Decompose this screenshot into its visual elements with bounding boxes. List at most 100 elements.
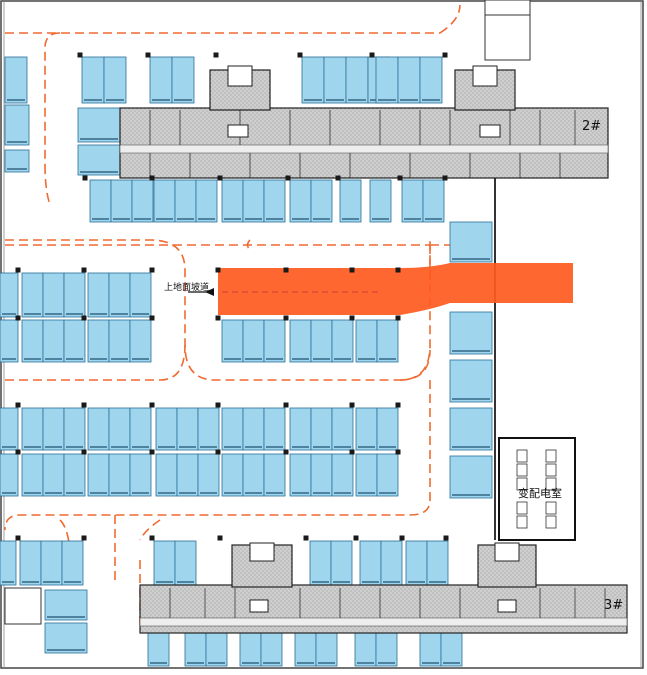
structural-column xyxy=(15,449,21,455)
parking-bay xyxy=(294,631,317,667)
parking-bay xyxy=(242,453,265,497)
structural-column xyxy=(77,52,83,58)
structural-column xyxy=(149,449,155,455)
parking-bay xyxy=(61,540,84,586)
parking-bay xyxy=(108,453,131,497)
parking-bay xyxy=(289,453,312,497)
parking-bay xyxy=(0,272,19,318)
structural-column xyxy=(217,535,223,541)
parking-bay xyxy=(0,407,19,451)
structural-column xyxy=(285,175,291,181)
parking-bay xyxy=(221,319,244,363)
ramp-band xyxy=(218,263,573,315)
parking-bay xyxy=(63,407,86,451)
substation-label: 变配电室 xyxy=(518,486,562,500)
parking-bay xyxy=(174,540,197,586)
parking-bay xyxy=(221,407,244,451)
structural-column xyxy=(145,52,151,58)
parking-bay xyxy=(376,319,399,363)
parking-bay xyxy=(153,540,176,586)
parking-bay xyxy=(401,179,424,223)
parking-bay xyxy=(87,319,110,363)
structural-column xyxy=(442,175,448,181)
parking-bay xyxy=(310,453,333,497)
parking-bay xyxy=(129,272,152,318)
parking-bay xyxy=(108,272,131,318)
parking-bay xyxy=(205,631,228,667)
parking-bay xyxy=(174,179,197,223)
parking-bay xyxy=(77,144,121,176)
parking-bay xyxy=(359,540,382,586)
parking-bay xyxy=(355,319,378,363)
parking-bay xyxy=(129,407,152,451)
parking-bay xyxy=(375,631,398,667)
parking-bay xyxy=(239,631,262,667)
parking-bay xyxy=(289,319,312,363)
parking-bay xyxy=(419,56,443,104)
parking-bay xyxy=(355,453,378,497)
structural-column xyxy=(395,402,401,408)
parking-bay xyxy=(89,179,112,223)
parking-bay xyxy=(21,453,44,497)
structural-column xyxy=(149,315,155,321)
parking-bay xyxy=(147,631,170,667)
parking-bay xyxy=(40,540,63,586)
structural-column xyxy=(15,535,21,541)
structural-column xyxy=(283,402,289,408)
parking-bay xyxy=(110,179,133,223)
parking-bay xyxy=(263,319,286,363)
structural-column xyxy=(81,535,87,541)
parking-bay xyxy=(153,179,176,223)
parking-bay xyxy=(63,453,86,497)
parking-bay xyxy=(176,407,199,451)
parking-bay xyxy=(376,453,399,497)
structural-column xyxy=(82,175,88,181)
parking-bay xyxy=(0,453,19,497)
parking-bay xyxy=(449,221,493,263)
parking-bay xyxy=(155,453,178,497)
parking-bay xyxy=(263,407,286,451)
structural-column xyxy=(81,449,87,455)
structural-column xyxy=(15,315,21,321)
structural-column xyxy=(303,535,309,541)
structural-column xyxy=(15,267,21,273)
parking-bay xyxy=(21,272,44,318)
structural-column xyxy=(283,267,289,273)
parking-bay xyxy=(331,453,354,497)
structural-column xyxy=(149,535,155,541)
parking-bay xyxy=(87,453,110,497)
structural-column xyxy=(442,52,448,58)
structural-column xyxy=(395,267,401,273)
parking-bay xyxy=(449,455,493,499)
building-2-label: 2# xyxy=(582,119,601,134)
structural-column xyxy=(335,175,341,181)
parking-bay xyxy=(221,453,244,497)
structural-column xyxy=(399,535,405,541)
parking-bay xyxy=(263,179,286,223)
parking-bay xyxy=(289,407,312,451)
ramp-label: 上地面坡道 xyxy=(164,281,209,293)
parking-bay xyxy=(310,319,333,363)
parking-bay xyxy=(330,540,353,586)
parking-bay xyxy=(449,311,493,355)
parking-bay xyxy=(42,319,65,363)
parking-bay xyxy=(81,56,105,104)
parking-bay xyxy=(129,453,152,497)
parking-bay xyxy=(345,56,369,104)
parking-bay xyxy=(42,453,65,497)
parking-bay xyxy=(184,631,207,667)
parking-bay xyxy=(131,179,154,223)
parking-bay xyxy=(197,453,220,497)
structural-column xyxy=(297,52,303,58)
parking-bay xyxy=(331,319,354,363)
parking-bay xyxy=(129,319,152,363)
structural-column xyxy=(215,315,221,321)
parking-bay xyxy=(440,631,463,667)
structural-column xyxy=(283,449,289,455)
parking-bay xyxy=(369,179,392,223)
parking-bay xyxy=(171,56,195,104)
parking-bay xyxy=(87,407,110,451)
parking-bay xyxy=(449,407,493,451)
building-3-label: 3# xyxy=(604,598,623,613)
parking-bay xyxy=(19,540,42,586)
